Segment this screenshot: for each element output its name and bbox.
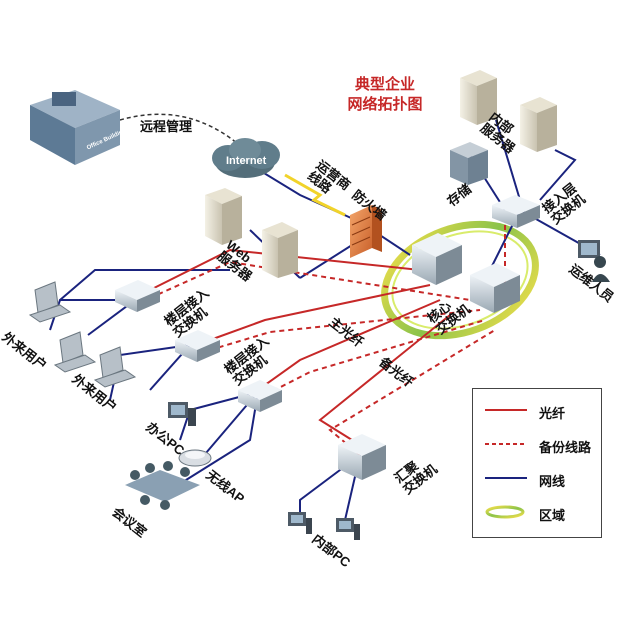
legend-backup: 备份线路 <box>483 435 597 455</box>
remote-mgmt-arrow <box>119 113 246 151</box>
wireless-ap-icon <box>178 449 212 467</box>
aggregation-switch-icon <box>338 434 386 480</box>
remote-mgmt-label: 远程管理 <box>140 119 193 134</box>
laptop-icon <box>28 281 137 388</box>
carrier-link <box>284 173 346 217</box>
office-building-icon <box>30 90 120 165</box>
legend: 光纤 备份线路 网线 区域 <box>472 388 602 538</box>
legend-fiber-swatch <box>485 409 527 411</box>
ops-staff-icon <box>578 240 610 282</box>
legend-network-swatch <box>485 477 527 479</box>
meeting-room-icon <box>125 461 200 510</box>
legend-zone-label: 区域 <box>539 508 566 523</box>
internal-pc-icon <box>288 512 360 540</box>
legend-network: 网线 <box>483 469 597 489</box>
web-server-icon <box>205 188 298 278</box>
internal-server-icon <box>460 70 557 152</box>
legend-backup-swatch <box>485 443 527 445</box>
core-switch-2-icon <box>470 263 520 313</box>
diagram-title: 典型企业 网络拓扑图 <box>335 75 435 114</box>
title-line-2: 网络拓扑图 <box>347 95 423 113</box>
internet-label: Internet <box>226 155 267 167</box>
storage-icon <box>450 142 488 185</box>
core-switch-1-icon <box>412 233 462 285</box>
internet-cloud-icon <box>212 138 280 178</box>
office-pc-icon <box>168 402 196 426</box>
legend-zone-swatch <box>485 505 525 519</box>
floor-switch-2-icon <box>175 330 220 362</box>
legend-backup-label: 备份线路 <box>539 440 592 455</box>
title-line-1: 典型企业 <box>354 76 415 93</box>
legend-fiber-label: 光纤 <box>539 406 566 421</box>
fiber-lines <box>149 248 451 446</box>
firewall-icon <box>350 205 382 258</box>
legend-network-label: 网线 <box>539 474 566 489</box>
legend-fiber: 光纤 <box>483 401 597 421</box>
core-zone-ring <box>381 220 539 340</box>
access-switch-top-icon <box>492 195 540 228</box>
legend-zone: 区域 <box>483 503 597 523</box>
floor-switch-1-icon <box>115 280 160 312</box>
floor-switch-3-icon <box>238 380 282 412</box>
